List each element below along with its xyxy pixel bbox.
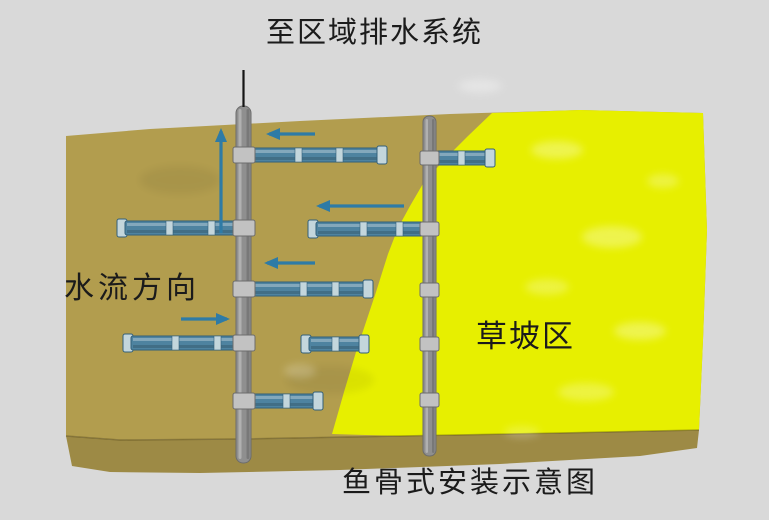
water-flow-label: 水流方向 [64,271,200,306]
lateral-pipe-right-3 [248,391,324,411]
top-drainage-label: 至区域排水系统 [266,15,484,49]
caption-label: 鱼骨式安装示意图 [342,465,599,499]
pipe-tee-connectors [232,146,440,410]
lateral-pipe-right-1 [248,145,388,165]
lateral-pipe-mid-1 [307,219,427,239]
terrain-fold-edge [65,429,700,441]
terrain-front-face [66,430,699,473]
lateral-pipe-mid-2 [300,334,370,354]
lateral-pipe-right-2 [248,279,374,299]
lateral-pipe-left-1 [116,218,240,238]
lateral-pipe-left-2 [122,333,240,353]
grass-area-label: 草坡区 [476,319,575,355]
lateral-pipe-far-right [434,148,496,168]
flow-arrows [181,128,404,325]
white-smudges [284,79,679,438]
